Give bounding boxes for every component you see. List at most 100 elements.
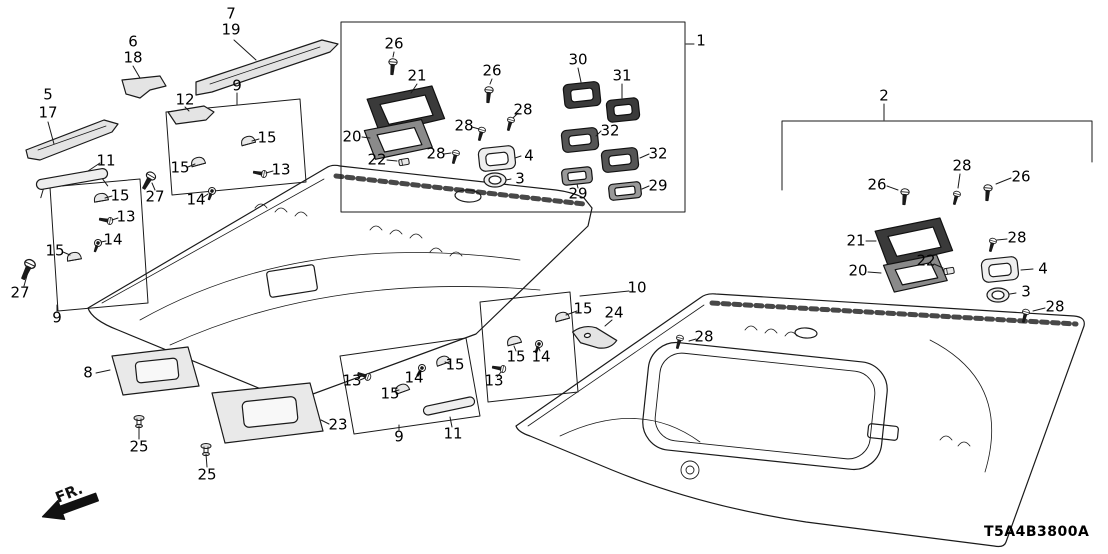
part-callout: 17 [38, 103, 58, 122]
bracket-6-18 [121, 75, 167, 99]
part-callout: 15 [170, 158, 190, 177]
lens-30 [562, 81, 602, 109]
part-callout: 15 [110, 186, 130, 205]
part-callout: 32 [648, 144, 668, 163]
maplight-bezel-21-right [874, 217, 954, 267]
part-callout: 28 [513, 100, 533, 119]
handle-cap-icon [65, 250, 83, 262]
screw-icon [98, 215, 114, 226]
clip-icon [397, 157, 411, 167]
part-callout: 28 [454, 116, 474, 135]
part-callout: 26 [384, 34, 404, 53]
part-callout: 28 [1045, 297, 1065, 316]
part-callout: 18 [123, 48, 143, 67]
part-callout: 20 [848, 261, 868, 280]
part-callout: 15 [506, 347, 526, 366]
part-callout: 15 [445, 355, 465, 374]
roof-rail-5-17 [25, 119, 119, 161]
group-box-1 [340, 21, 686, 213]
screw-icon [504, 115, 516, 132]
part-callout: 26 [1011, 167, 1031, 186]
part-callout: 15 [380, 384, 400, 403]
part-callout: 14 [531, 347, 551, 366]
part-callout: 26 [867, 175, 887, 194]
part-callout: 24 [604, 303, 624, 322]
clip-icon [942, 266, 956, 276]
screw-icon [950, 189, 962, 206]
grab-handle-11-bottom [422, 396, 476, 416]
bezel-4-right [980, 256, 1020, 283]
part-callout: 4 [1038, 259, 1048, 278]
part-callout: 11 [96, 151, 116, 170]
handle-kit-box-10 [479, 291, 579, 403]
part-callout: 25 [197, 465, 217, 484]
part-callout: 27 [10, 283, 30, 302]
part-callout: 28 [1007, 228, 1027, 247]
part-callout: 8 [83, 363, 93, 382]
part-callout: 14 [186, 190, 206, 209]
part-callout: 28 [694, 327, 714, 346]
fr-direction: FR. [41, 480, 99, 520]
part-callout: 3 [515, 169, 525, 188]
handle-kit-box-bottom [339, 337, 481, 435]
lens-32-a [560, 127, 600, 153]
part-callout: 9 [52, 308, 62, 327]
group-bracket-2 [781, 120, 1093, 191]
part-callout: 10 [627, 278, 647, 297]
screw-icon [449, 148, 461, 165]
part-callout: 29 [568, 184, 588, 203]
sun-visor-8 [111, 346, 200, 396]
part-callout: 30 [568, 50, 588, 69]
bracket-12 [167, 105, 215, 125]
part-callout: 3 [1021, 282, 1031, 301]
bezel-20-left [363, 118, 433, 160]
part-callout: 5 [43, 85, 53, 104]
lens-29-a [561, 166, 593, 186]
screw-icon [982, 183, 994, 202]
part-callout: 22 [916, 251, 936, 270]
headliner-panel-right [515, 293, 1085, 548]
bracket-24 [571, 325, 618, 349]
screw-icon [483, 85, 495, 104]
part-callout: 15 [45, 241, 65, 260]
part-callout: 13 [271, 160, 291, 179]
part-callout: 23 [328, 415, 348, 434]
screw-icon [17, 257, 38, 282]
screw-icon [387, 57, 399, 76]
part-callout: 14 [404, 368, 424, 387]
lens-29-b [608, 181, 642, 201]
sun-visor-23 [211, 382, 324, 444]
handle-cap-icon [505, 334, 523, 347]
washer-screw-icon [91, 237, 104, 254]
part-callout: 13 [342, 371, 362, 390]
part-callout: 13 [116, 207, 136, 226]
part-callout: 31 [612, 66, 632, 85]
part-callout: 32 [600, 121, 620, 140]
part-callout: 11 [443, 424, 463, 443]
part-callout: 28 [952, 156, 972, 175]
headliner-panel-left [87, 164, 593, 400]
part-callout: 9 [232, 76, 242, 95]
handle-kit-box-left [49, 178, 149, 312]
part-callout: 28 [426, 144, 446, 163]
part-callout: 6 [128, 32, 138, 51]
part-callout: 1 [696, 31, 706, 50]
part-callout: 15 [573, 299, 593, 318]
screw-icon [986, 236, 998, 253]
bezel-3-left [483, 172, 507, 188]
part-callout: 21 [407, 66, 427, 85]
bezel-4-left [477, 145, 517, 172]
handle-kit-box-top [165, 98, 307, 196]
handle-cap-icon [553, 310, 571, 323]
screw-icon [252, 168, 268, 179]
screw-icon [899, 187, 911, 206]
part-callout: 21 [846, 231, 866, 250]
part-callout: 9 [394, 427, 404, 446]
grab-handle-11-left [35, 168, 109, 199]
part-callout: 25 [129, 437, 149, 456]
leader-lines [23, 39, 1046, 468]
part-callout: 13 [484, 371, 504, 390]
part-callout: 29 [648, 176, 668, 195]
sunroof-opening [642, 341, 888, 471]
